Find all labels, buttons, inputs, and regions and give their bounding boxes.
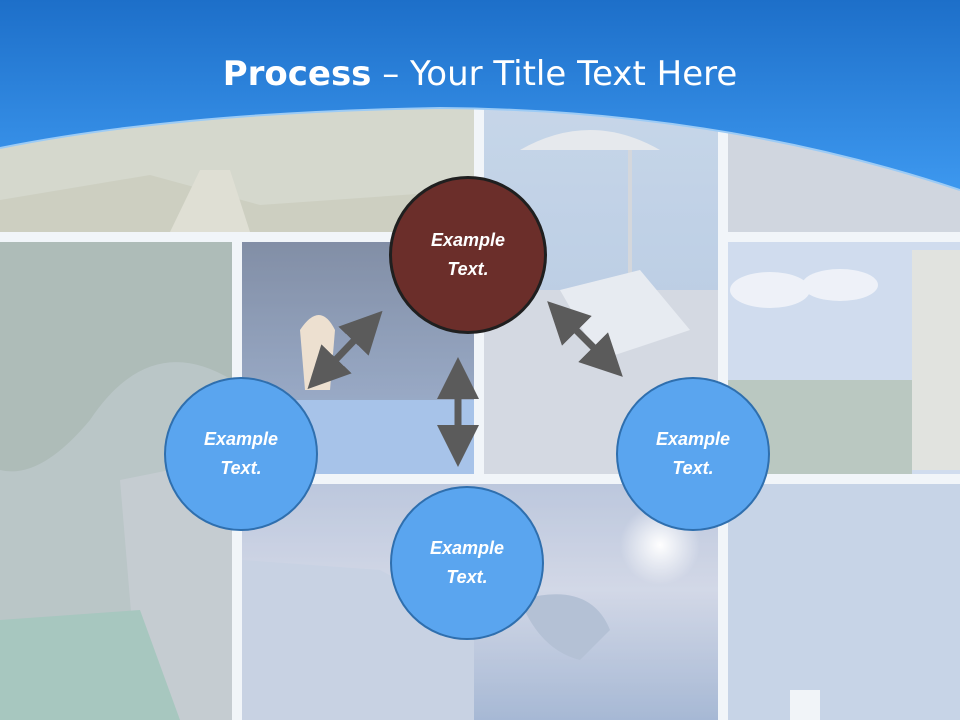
- node-top-line1: Example: [430, 230, 506, 250]
- process-node-bottom[interactable]: Example Text.: [390, 486, 544, 640]
- node-left-line1: Example: [203, 429, 279, 449]
- node-right-line2: Text.: [672, 458, 714, 478]
- process-node-right[interactable]: Example Text.: [616, 377, 770, 531]
- node-top-line2: Text.: [447, 259, 489, 279]
- process-node-left[interactable]: Example Text.: [164, 377, 318, 531]
- title-rest: – Your Title Text Here: [371, 54, 738, 94]
- title-bold: Process: [222, 54, 372, 94]
- process-node-top[interactable]: Example Text.: [389, 176, 547, 334]
- node-left-line2: Text.: [220, 458, 262, 478]
- node-bottom-line2: Text.: [446, 567, 488, 587]
- node-right-line1: Example: [655, 429, 731, 449]
- slide-title: Process – Your Title Text Here: [0, 52, 960, 96]
- node-bottom-line1: Example: [429, 538, 505, 558]
